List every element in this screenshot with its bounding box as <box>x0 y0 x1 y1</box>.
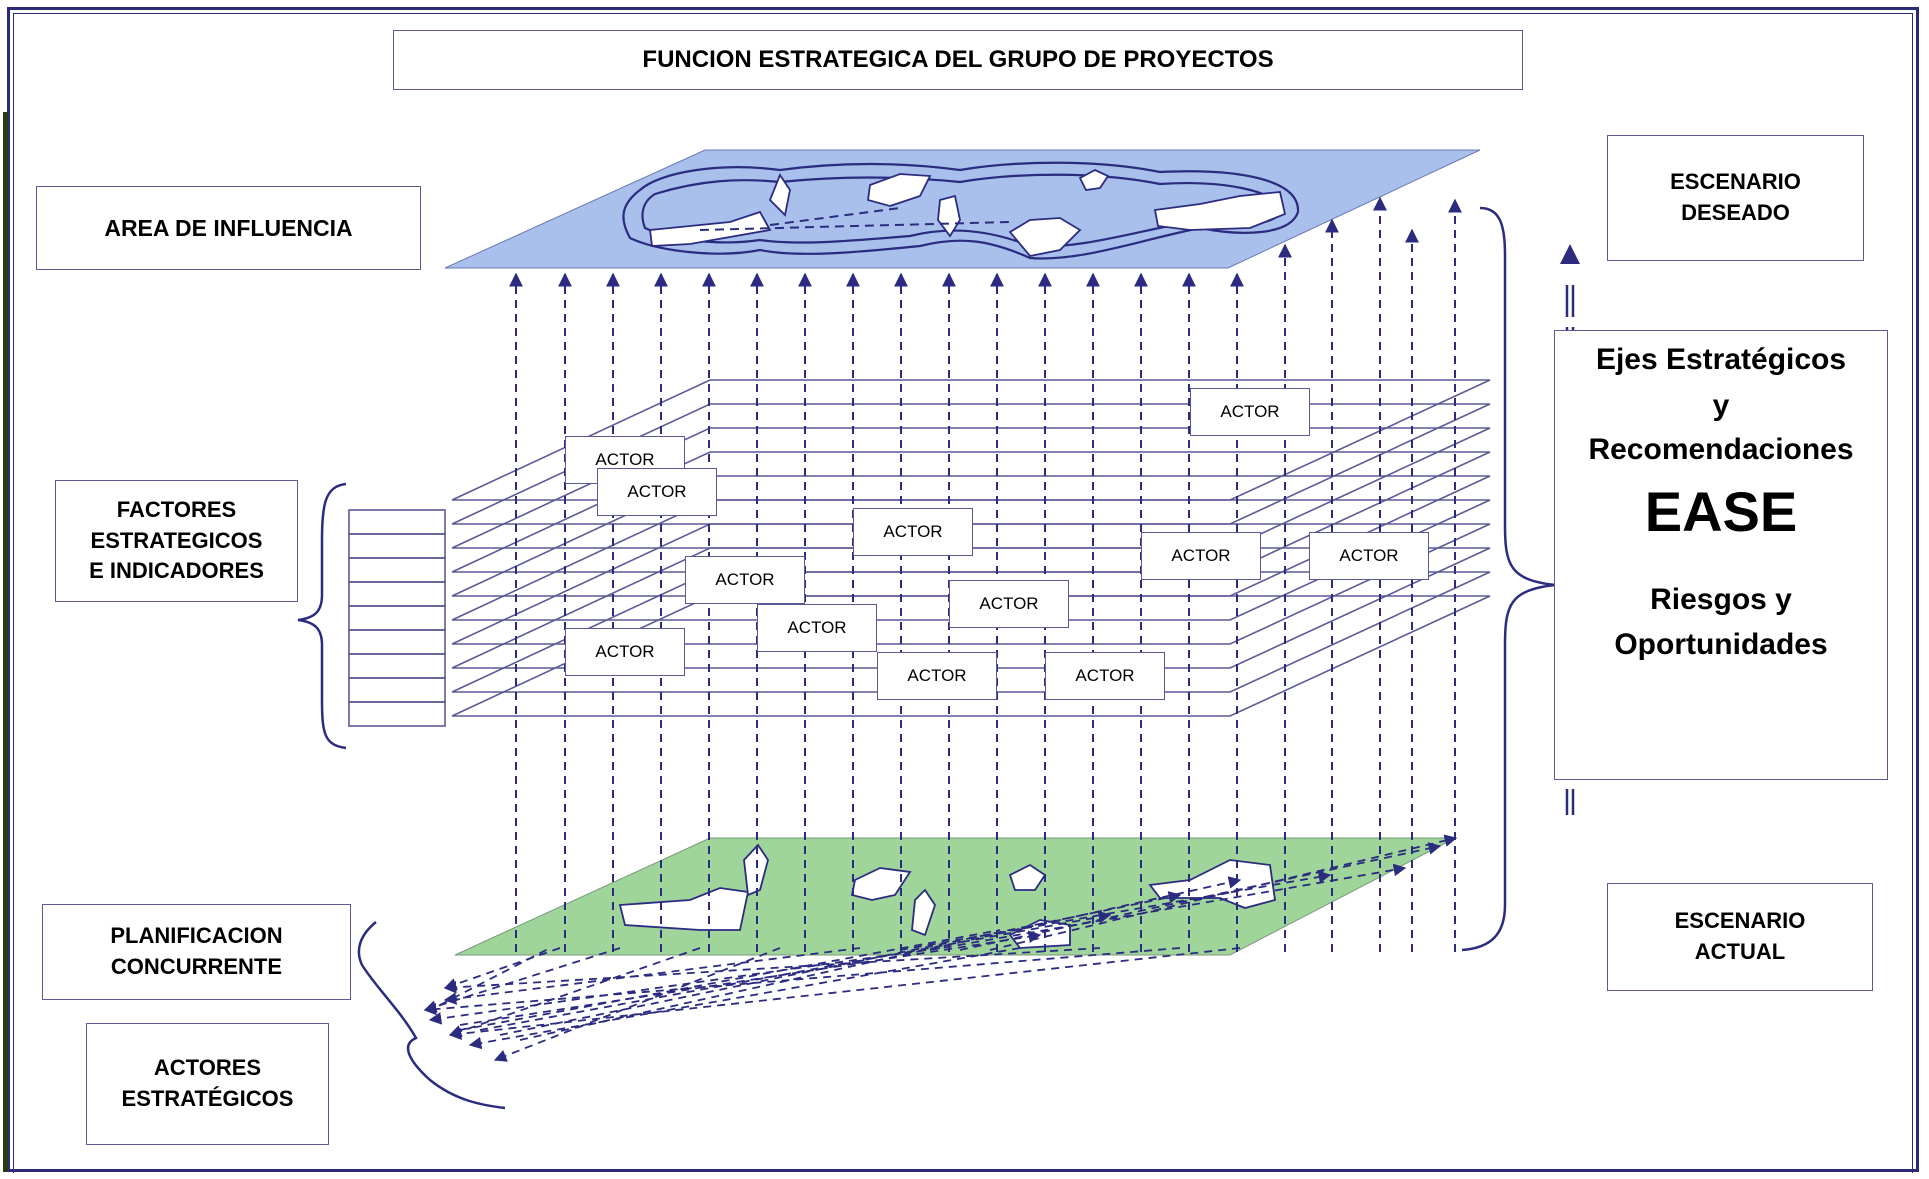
ease-panel: Ejes Estratégicos y Recomendaciones EASE… <box>1554 330 1888 780</box>
factor-layer <box>451 499 1491 621</box>
actor-box: ACTOR <box>1309 532 1429 580</box>
left-edge-bar <box>3 112 8 1172</box>
indicator-row <box>348 701 446 727</box>
indicator-row <box>348 533 446 559</box>
ease-line-2: y <box>1712 389 1730 422</box>
indicator-row <box>348 509 446 535</box>
actor-box: ACTOR <box>757 604 877 652</box>
planning-brace <box>357 921 506 1110</box>
actor-box: ACTOR <box>685 556 805 604</box>
converging-arrow <box>959 842 1442 951</box>
planificacion-label: PLANIFICACION CONCURRENTE <box>42 904 351 1000</box>
converging-arrow <box>989 834 1458 951</box>
converging-arrow <box>448 947 1241 1041</box>
factores-label: FACTORES ESTRATEGICOS E INDICADORES <box>55 480 298 602</box>
indicator-row <box>348 653 446 679</box>
indicator-row <box>348 629 446 655</box>
factor-layer <box>451 523 1491 645</box>
converging-arrow <box>448 947 701 1038</box>
converging-arrow <box>423 947 621 1013</box>
top-plane-connector-lines <box>699 207 1011 231</box>
factors-brace <box>297 482 347 750</box>
converging-arrow <box>443 947 861 1005</box>
actor-box: ACTOR <box>1141 532 1261 580</box>
actores-estrategicos-label: ACTORES ESTRATÉGICOS <box>86 1023 329 1145</box>
escenario-actual-label: ESCENARIO ACTUAL <box>1607 883 1873 991</box>
converging-arrow <box>443 947 1101 994</box>
current-scenario-plane <box>454 837 1456 956</box>
converging-arrow <box>443 947 561 991</box>
actor-box: ACTOR <box>1045 652 1165 700</box>
indicator-row <box>348 677 446 703</box>
vertical-arrows <box>509 196 1462 952</box>
ease-acronym: EASE <box>1644 480 1798 543</box>
indicator-stack <box>348 509 446 727</box>
converging-arrow <box>519 876 1242 1041</box>
area-influencia-label: AREA DE INFLUENCIA <box>36 186 421 270</box>
actor-box: ACTOR <box>853 508 973 556</box>
islands-bottom <box>618 843 1277 949</box>
outer-frame <box>7 7 1919 1172</box>
influence-area-plane <box>444 149 1481 269</box>
factor-layer <box>451 595 1491 717</box>
indicator-row <box>348 557 446 583</box>
converging-arrow <box>459 929 1001 1031</box>
islands-top <box>648 168 1287 257</box>
converging-arrow <box>423 947 1181 1016</box>
ease-line-1: Ejes Estratégicos <box>1595 343 1847 376</box>
converging-arrow <box>468 947 1021 1050</box>
actor-box: ACTOR <box>949 580 1069 628</box>
actor-box: ACTOR <box>1190 388 1310 436</box>
inner-frame <box>13 13 1913 1173</box>
actor-box: ACTOR <box>565 628 685 676</box>
actor-box: ACTOR <box>597 468 717 516</box>
converging-arrow <box>929 863 1407 951</box>
converging-arrows <box>423 834 1458 1062</box>
ease-line-4: Riesgos y <box>1650 583 1792 616</box>
converging-arrow <box>428 947 941 1025</box>
converging-arrow <box>493 947 781 1062</box>
ease-line-5: Oportunidades <box>1614 628 1828 661</box>
converging-arrow <box>899 870 1332 951</box>
page-title: FUNCION ESTRATEGICA DEL GRUPO DE PROYECT… <box>393 30 1523 90</box>
ease-line-3: Recomendaciones <box>1588 433 1854 466</box>
converging-arrow <box>439 947 551 1006</box>
escenario-deseado-label: ESCENARIO DESEADO <box>1607 135 1864 261</box>
indicator-row <box>348 605 446 631</box>
actor-box: ACTOR <box>877 652 997 700</box>
indicator-row <box>348 581 446 607</box>
converging-arrow <box>479 910 1112 1031</box>
